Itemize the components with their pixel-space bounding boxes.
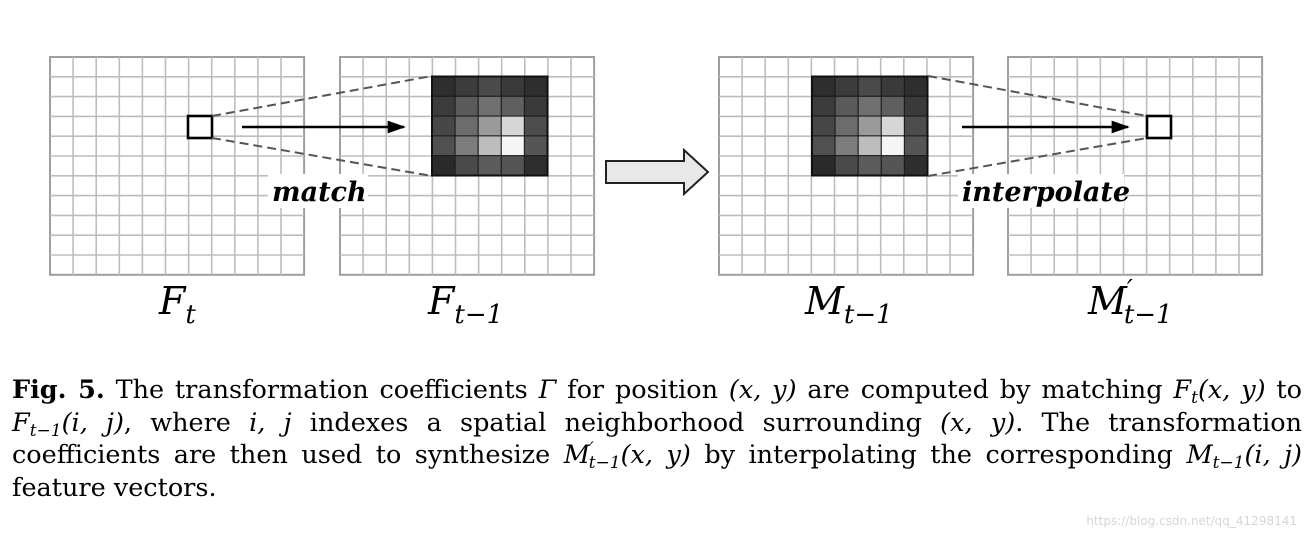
patch-cell xyxy=(431,135,456,157)
position-marker-target xyxy=(1145,114,1173,140)
patch-cell xyxy=(834,155,859,176)
dashed-line-top-match xyxy=(211,75,433,117)
patch-cell xyxy=(454,135,479,157)
patch-cell xyxy=(477,95,502,117)
caption-gamma: Γ xyxy=(538,375,557,405)
patch-cell xyxy=(523,76,549,97)
patch-cell xyxy=(454,155,479,176)
patch-cell xyxy=(857,76,882,97)
patch-cell xyxy=(880,135,905,157)
patch-cell xyxy=(523,95,549,117)
patch-cell xyxy=(880,115,905,137)
interpolate-label: interpolate xyxy=(962,177,1130,208)
patch-cell xyxy=(857,95,882,117)
neighborhood-patch-interpolate xyxy=(811,75,929,177)
grid-panel-mprime-t-minus-1 xyxy=(1007,56,1264,276)
patch-cell xyxy=(903,115,929,137)
patch-cell xyxy=(903,76,929,97)
caption-math: M′t−1(x, y) xyxy=(563,439,691,473)
caption-math: Mt−1(i, j) xyxy=(1186,440,1303,473)
patch-cell xyxy=(431,95,456,117)
caption-text: , where xyxy=(123,407,231,438)
patch-cell xyxy=(454,115,479,137)
dashed-line-bottom-interp xyxy=(927,137,1148,177)
patch-border xyxy=(431,75,549,177)
caption-math: i, j xyxy=(249,407,292,438)
patch-cell xyxy=(523,155,549,176)
patch-cell xyxy=(811,95,836,117)
caption-math: (x, y) xyxy=(940,407,1016,438)
patch-cell xyxy=(431,115,456,137)
position-marker-source xyxy=(186,114,214,140)
caption-text: indexes a spatial neighborhood surroundi… xyxy=(309,407,922,438)
patch-cell xyxy=(500,155,525,176)
patch-cell xyxy=(811,135,836,157)
patch-cell xyxy=(811,115,836,137)
grid-border xyxy=(1007,56,1264,276)
caption-math: Ft−1(i, j) xyxy=(12,407,124,441)
patch-cell xyxy=(500,76,525,97)
patch-cell xyxy=(454,76,479,97)
figure-diagram: match interpolate Ft Ft−1 Mt−1 M′t−1 xyxy=(49,56,1264,330)
patch-cell xyxy=(834,135,859,157)
patch-cell xyxy=(431,155,456,176)
match-label: match xyxy=(272,177,367,208)
patch-cell xyxy=(857,135,882,157)
patch-cell xyxy=(880,155,905,176)
label-mt-minus-1: Mt−1 xyxy=(804,279,893,330)
grid-panel-ft xyxy=(49,56,306,276)
caption-text: The transformation coefficients xyxy=(115,375,528,405)
patch-cell xyxy=(834,95,859,117)
patch-cell xyxy=(477,115,502,137)
patch-cell xyxy=(500,115,525,137)
patch-cell xyxy=(857,155,882,176)
patch-cell xyxy=(811,155,836,176)
patch-border xyxy=(811,75,929,177)
caption-text: to xyxy=(1276,375,1303,405)
patch-cell xyxy=(903,95,929,117)
patch-cell xyxy=(454,95,479,117)
caption-text: feature vectors. xyxy=(12,472,217,503)
patch-cell xyxy=(811,76,836,97)
patch-cell xyxy=(523,115,549,137)
patch-cell xyxy=(857,115,882,137)
grid-border xyxy=(49,56,306,276)
patch-cell xyxy=(477,155,502,176)
patch-cell xyxy=(477,76,502,97)
patch-cell xyxy=(477,135,502,157)
caption-text: for position xyxy=(567,375,719,405)
neighborhood-patch-match xyxy=(431,75,549,177)
patch-cell xyxy=(523,135,549,157)
patch-cell xyxy=(903,155,929,176)
match-label-bg xyxy=(268,174,368,208)
figure-caption: Fig. 5. The transformation coefficients … xyxy=(12,374,1302,504)
label-mprime-t-minus-1: M′t−1 xyxy=(1087,275,1173,330)
dashed-line-top-interp xyxy=(927,75,1148,117)
block-arrow xyxy=(605,147,710,197)
patch-cell xyxy=(500,135,525,157)
patch-cell xyxy=(880,95,905,117)
patch-cell xyxy=(880,76,905,97)
watermark: https://blog.csdn.net/qq_41298141 xyxy=(1086,514,1297,528)
patch-cell xyxy=(431,76,456,97)
dashed-line-bottom-match xyxy=(211,137,433,177)
patch-cell xyxy=(903,135,929,157)
patch-cell xyxy=(834,115,859,137)
caption-math: Ft(x, y) xyxy=(1173,375,1266,408)
caption-text: by interpolating the corresponding xyxy=(704,440,1173,470)
caption-text: . The transformation coefficients are th… xyxy=(12,407,1302,471)
interpolate-label-bg xyxy=(958,174,1124,208)
patch-cell xyxy=(834,76,859,97)
caption-fig-label: Fig. 5. xyxy=(12,375,105,405)
patch-cell xyxy=(500,95,525,117)
label-ft-minus-1: Ft−1 xyxy=(427,279,503,330)
caption-text: are computed by matching xyxy=(807,375,1163,405)
label-ft: Ft xyxy=(158,279,196,330)
caption-math: (x, y) xyxy=(728,375,797,405)
